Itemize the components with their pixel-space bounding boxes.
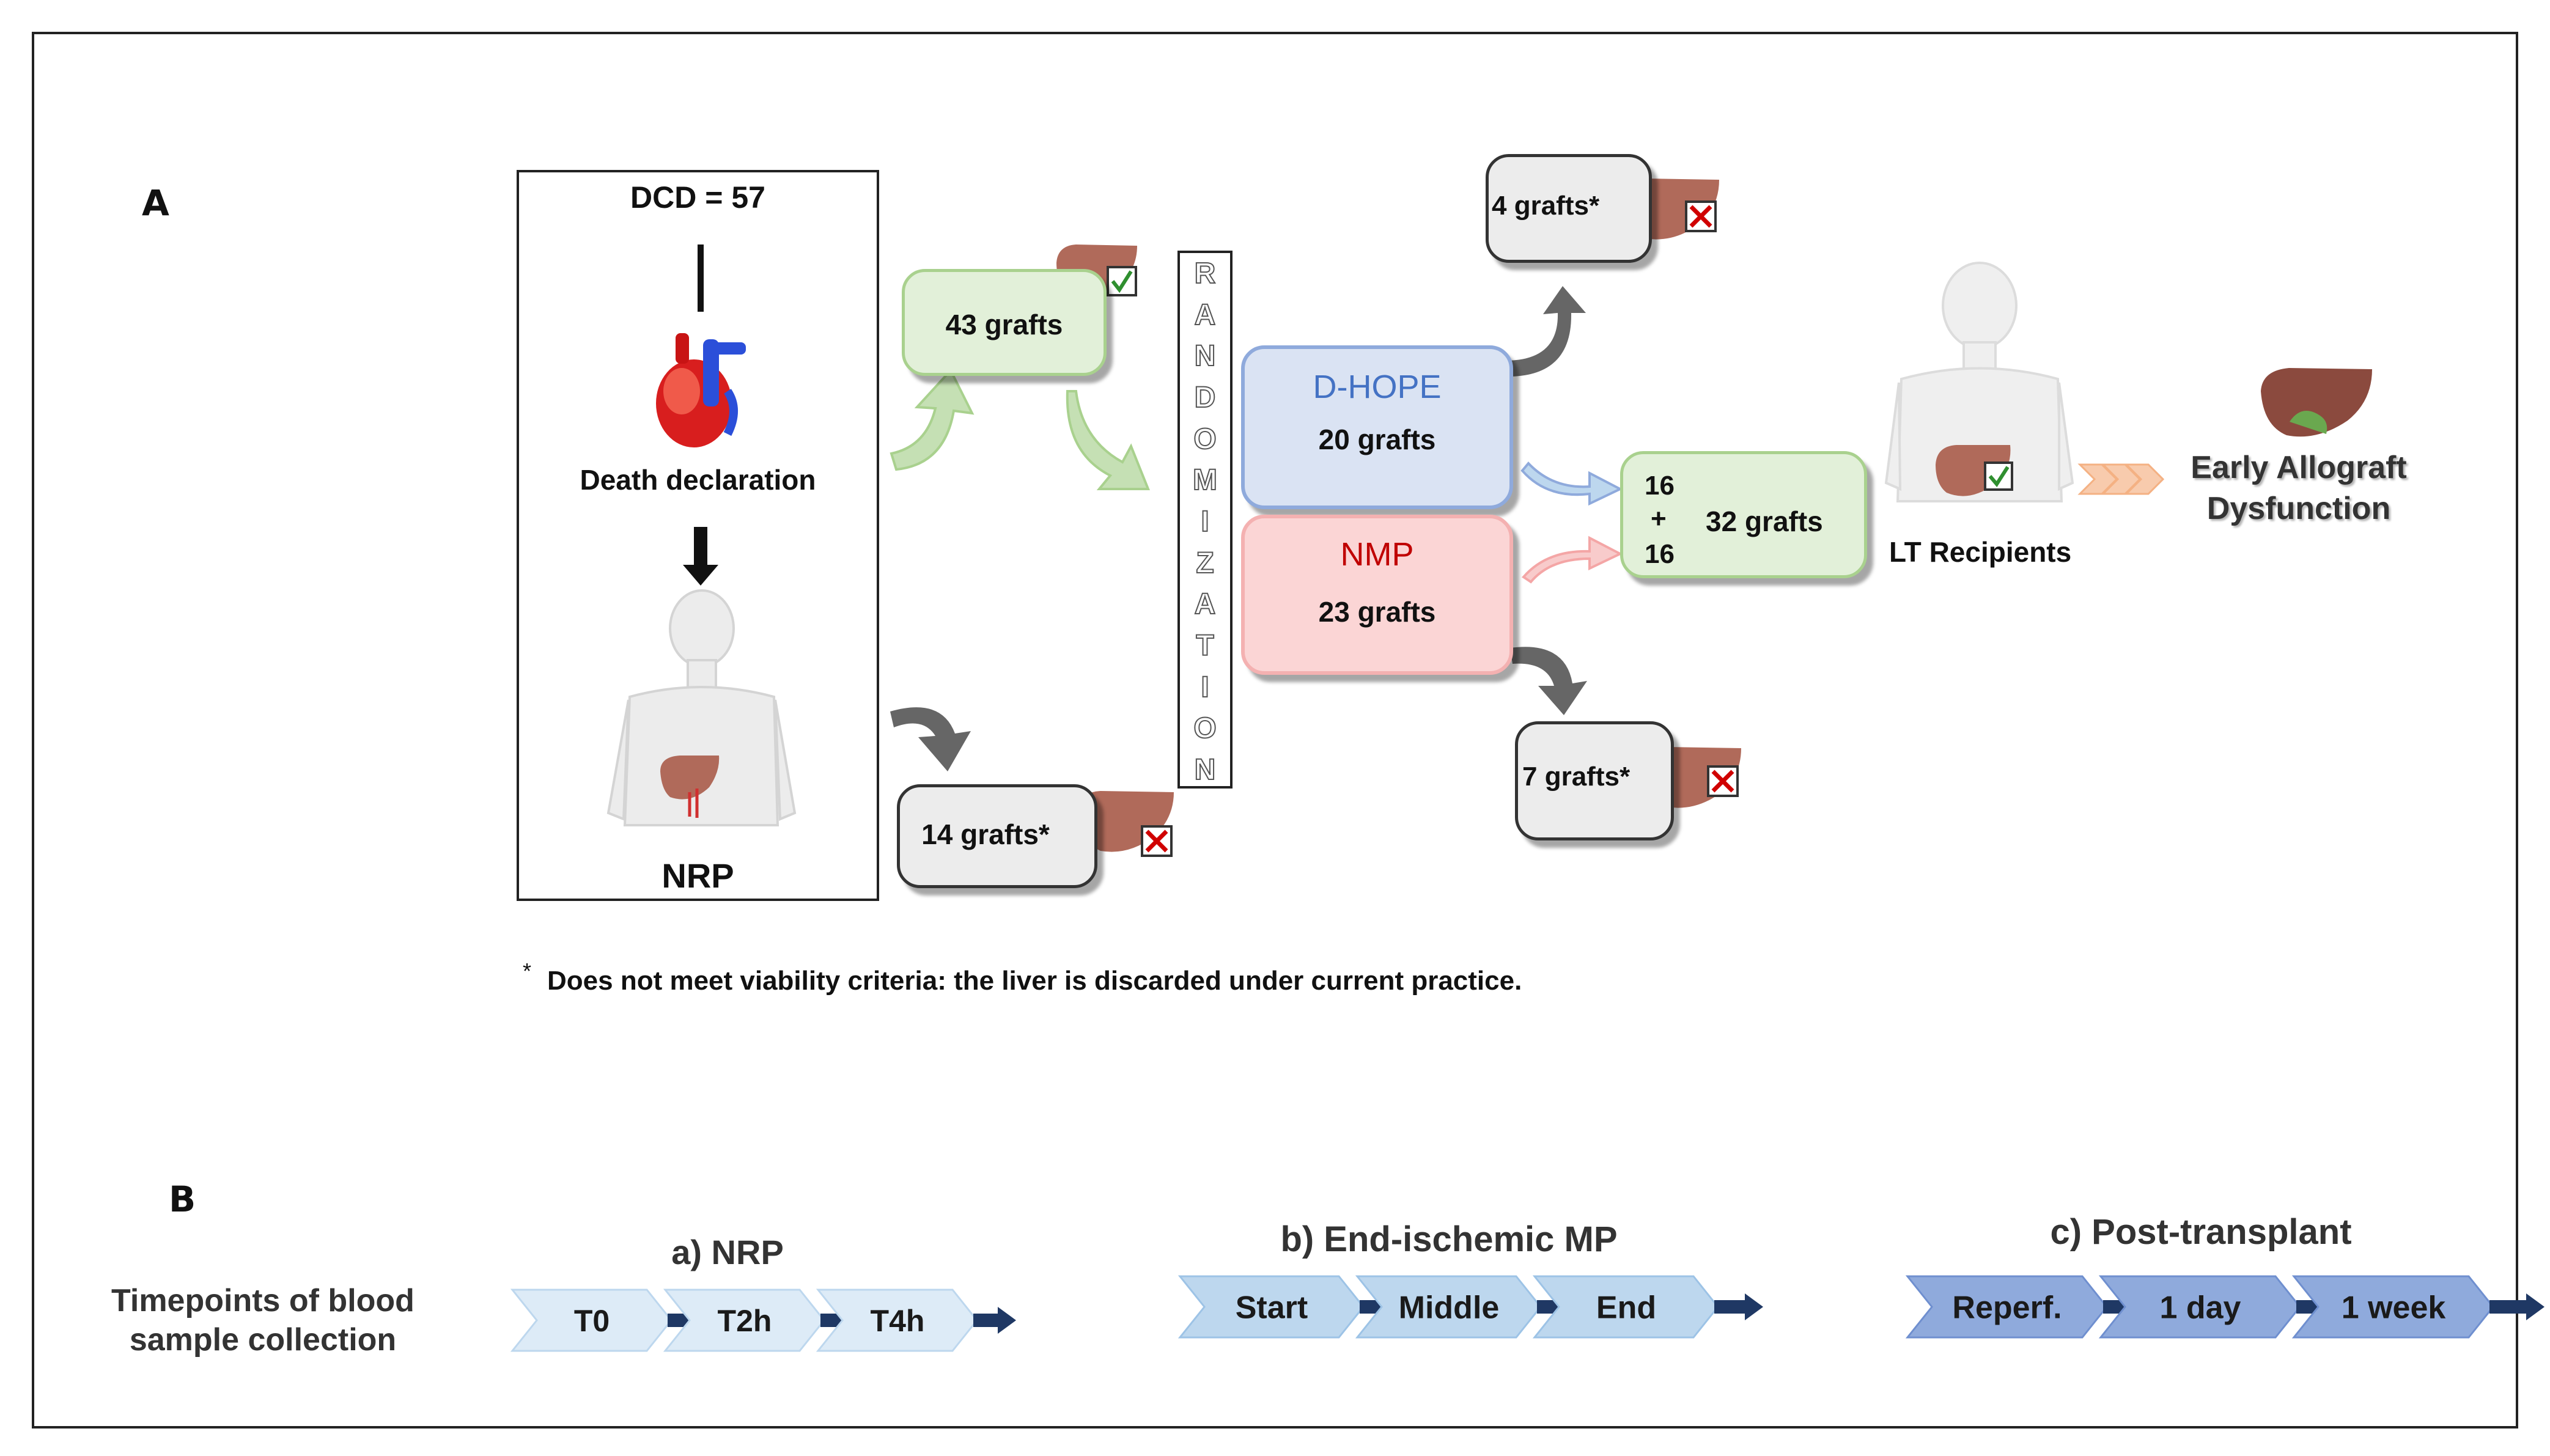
nmp-grafts: 23 grafts — [1318, 596, 1436, 628]
randomization-letter: Z — [1195, 546, 1214, 579]
footnote-star: * — [523, 958, 532, 984]
timeline-step-shape — [1532, 1275, 1719, 1339]
timeline-step-shape — [663, 1289, 825, 1352]
reject-icon-14 — [1141, 825, 1173, 857]
footnote-text: Does not meet viability criteria: the li… — [547, 966, 1522, 996]
randomization-letter: I — [1200, 505, 1209, 538]
curved-arrow-to-7 — [1510, 647, 1587, 715]
nmp-box — [1241, 515, 1513, 675]
group-title-nrp: a) NRP — [671, 1233, 784, 1271]
randomization-letter: A — [1194, 298, 1217, 331]
curved-arrow-dhope-to-32 — [1520, 461, 1623, 506]
grafts-7-label: 7 grafts* — [1522, 762, 1631, 792]
grafts-14-label: 14 grafts* — [921, 818, 1050, 850]
grafts-32-box — [1620, 451, 1867, 578]
timeline-arrow — [973, 1307, 1016, 1334]
death-declaration-label: Death declaration — [580, 464, 816, 496]
randomization-letter: M — [1192, 464, 1218, 497]
grafts-14-box — [897, 784, 1097, 888]
nmp-title: NMP — [1340, 536, 1414, 573]
reject-icon-7 — [1707, 765, 1739, 797]
checkbox-icon-recipient — [1984, 461, 2013, 491]
group-title-mp: b) End-ischemic MP — [1280, 1219, 1618, 1259]
timeline-step-shape — [510, 1289, 673, 1352]
timeline-step-label: T2h — [718, 1304, 772, 1338]
dhope-title: D-HOPE — [1313, 369, 1442, 405]
randomization-letter: A — [1194, 588, 1217, 621]
timeline-step-shape — [816, 1289, 978, 1352]
timeline-step-shape — [1177, 1275, 1365, 1339]
curved-arrow-to-14 — [890, 707, 971, 771]
randomization-box — [1177, 251, 1233, 789]
dhope-box — [1241, 345, 1513, 509]
randomization-letter: R — [1194, 257, 1217, 290]
panel-b-label: B — [169, 1178, 196, 1220]
randomization-letter: D — [1194, 381, 1217, 414]
sum-top: 16 — [1645, 471, 1675, 501]
curved-arrow-to-43 — [890, 368, 975, 471]
timepoints-line1: Timepoints of blood — [111, 1283, 415, 1318]
timeline-step-shape — [1355, 1275, 1542, 1339]
gallbladder-ead — [2290, 411, 2327, 434]
randomization-letter: T — [1195, 629, 1214, 662]
grafts-43-box — [902, 269, 1107, 376]
grafts-4-box — [1486, 154, 1652, 263]
lt-recipients-label: LT Recipients — [1889, 536, 2072, 568]
liver-icon-ead — [2261, 368, 2372, 437]
randomization-letter: O — [1193, 712, 1217, 745]
timeline-step-shape — [2291, 1275, 2494, 1339]
timeline-step-label: T0 — [574, 1304, 610, 1338]
timeline-step-label: Start — [1236, 1290, 1308, 1326]
randomization-letter: N — [1194, 753, 1217, 786]
timeline-step-label: Middle — [1399, 1290, 1500, 1326]
grafts-7-box — [1515, 721, 1674, 840]
timeline-arrow — [1714, 1293, 1763, 1320]
timeline-step-shape — [2098, 1275, 2301, 1339]
figure-frame — [32, 32, 2518, 1428]
randomization-letter: O — [1193, 422, 1217, 455]
sum-plus: + — [1651, 504, 1667, 534]
dhope-grafts: 20 grafts — [1318, 424, 1436, 455]
grafts-4-label: 4 grafts* — [1492, 191, 1600, 221]
randomization-letter: I — [1200, 671, 1209, 704]
heart-icon — [656, 333, 746, 447]
panel-a-label: A — [142, 182, 169, 224]
timeline-step-shape — [1905, 1275, 2108, 1339]
curved-arrow-to-4 — [1505, 286, 1586, 377]
chevrons-to-ead-icon — [2077, 463, 2165, 495]
timeline-step-label: End — [1596, 1290, 1656, 1326]
randomization-letter: N — [1194, 340, 1217, 373]
sum-bottom: 16 — [1645, 539, 1675, 569]
timeline-step-label: Reperf. — [1952, 1290, 2062, 1326]
ead-line1: Early Allograft — [2191, 450, 2407, 485]
timeline-step-label: T4h — [871, 1304, 925, 1338]
reject-icon-4 — [1685, 200, 1717, 232]
liver-icon-nrp — [660, 756, 720, 800]
curved-arrow-43-to-random — [1066, 390, 1150, 490]
timepoints-line2: sample collection — [129, 1322, 397, 1358]
nrp-label: NRP — [661, 856, 734, 895]
ead-line2: Dysfunction — [2206, 491, 2391, 526]
vessel-nrp — [688, 789, 699, 818]
grafts-43-label: 43 grafts — [945, 309, 1063, 340]
group-title-post: c) Post-transplant — [2050, 1212, 2352, 1252]
timeline-step-label: 1 day — [2160, 1290, 2241, 1326]
grafts-32-label: 32 grafts — [1706, 506, 1823, 537]
timeline-step-label: 1 week — [2342, 1290, 2446, 1326]
timeline-arrow — [2489, 1293, 2544, 1320]
dcd-count: DCD = 57 — [630, 180, 765, 215]
checkbox-icon-43 — [1107, 266, 1137, 296]
arrow-death-to-nrp — [683, 527, 718, 586]
